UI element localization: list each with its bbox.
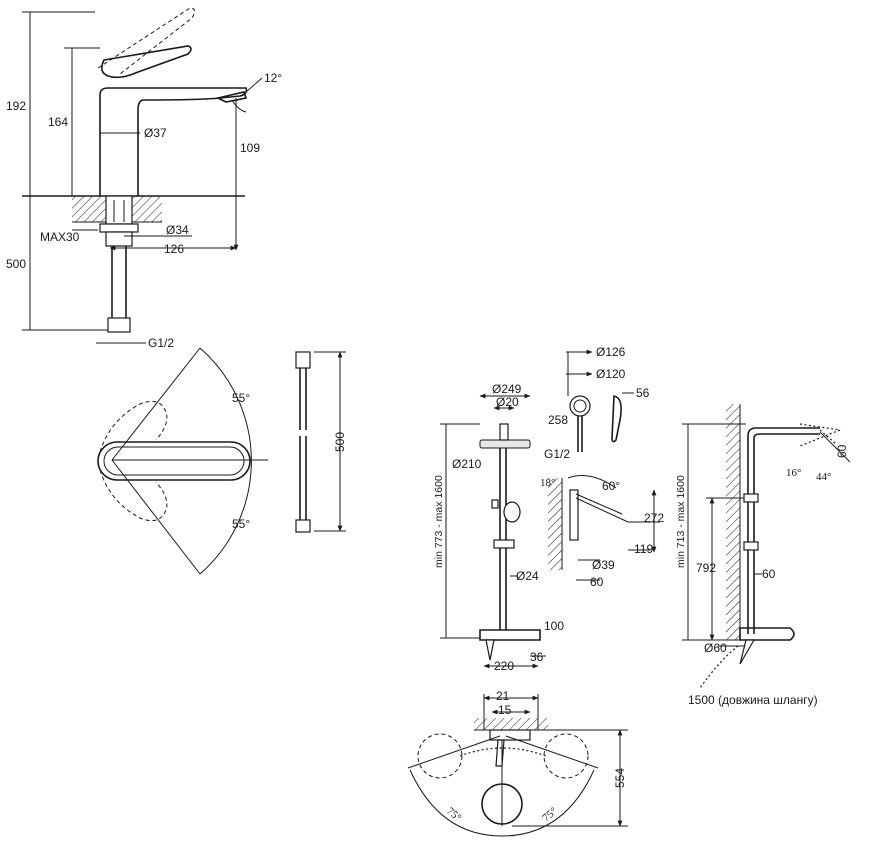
hand-depth: 56 — [636, 386, 650, 400]
mount-height: 792 — [696, 561, 716, 575]
holder-angle-min: 18° — [540, 477, 555, 489]
height-range-front: min 773 - max 1600 — [433, 475, 445, 568]
holder-angle-max: 60° — [602, 479, 620, 493]
hose-note: 1500 (довжина шлангу) — [688, 693, 818, 707]
dim-spout-reach: 126 — [164, 242, 184, 256]
dim-outlet-height: 109 — [240, 141, 260, 155]
dim-spout-angle: 12° — [264, 71, 282, 85]
flex-hose — [295, 351, 346, 533]
rail-offset: 60 — [762, 567, 776, 581]
handle-top-view — [97, 347, 268, 575]
rail-diameter: Ø24 — [516, 569, 539, 583]
head-inner: Ø210 — [452, 457, 482, 471]
outlet-offset: 36 — [530, 650, 544, 664]
holder-offset: 119 — [634, 542, 653, 556]
mixer-width: 220 — [494, 659, 514, 673]
spray-angle: 60 — [835, 444, 849, 458]
dim-body-diameter: Ø37 — [144, 126, 167, 140]
angle-right: 55° — [232, 517, 250, 531]
base-diameter: Ø60 — [704, 641, 727, 655]
dim-max-deck: MAX30 — [40, 230, 80, 244]
mixer-angle-right: 75° — [540, 805, 560, 824]
dim-connection: G1/2 — [148, 336, 174, 350]
holder-width: 60 — [590, 575, 604, 589]
basin-faucet-side-view — [22, 7, 263, 344]
mixer-outer: 21 — [496, 689, 510, 703]
dim-hose-length: 500 — [6, 257, 26, 271]
shower-side-view — [682, 404, 851, 689]
tilt-angle-b: 44° — [816, 471, 831, 483]
mixer-top-view — [407, 694, 628, 837]
dim-spout-height: 164 — [48, 115, 68, 129]
holder-height: 272 — [644, 511, 664, 525]
hand-shower — [566, 349, 634, 452]
mixer-depth: 554 — [613, 768, 627, 788]
tilt-angle-a: 16° — [786, 467, 801, 479]
dim-total-height: 192 — [6, 99, 26, 113]
hand-length: 258 — [548, 413, 568, 427]
holder-base-diameter: Ø39 — [592, 558, 615, 572]
hose-length: 500 — [333, 432, 347, 452]
mixer-inner: 15 — [498, 703, 512, 717]
shower-front-view — [440, 393, 546, 669]
hand-connection: G1/2 — [544, 447, 570, 461]
dim-shank-diameter: Ø34 — [166, 223, 189, 237]
hand-head-inner: Ø120 — [596, 367, 626, 381]
mixer-angle-left: 75° — [444, 805, 464, 824]
holder-detail — [548, 475, 660, 581]
hand-head-outer: Ø126 — [596, 345, 626, 359]
angle-left: 55° — [232, 391, 250, 405]
head-diameter: Ø249 — [492, 382, 522, 396]
arm-diameter: Ø20 — [496, 395, 519, 409]
mixer-depth: 100 — [544, 619, 564, 633]
height-range-side: min 713 - max 1600 — [675, 475, 687, 568]
